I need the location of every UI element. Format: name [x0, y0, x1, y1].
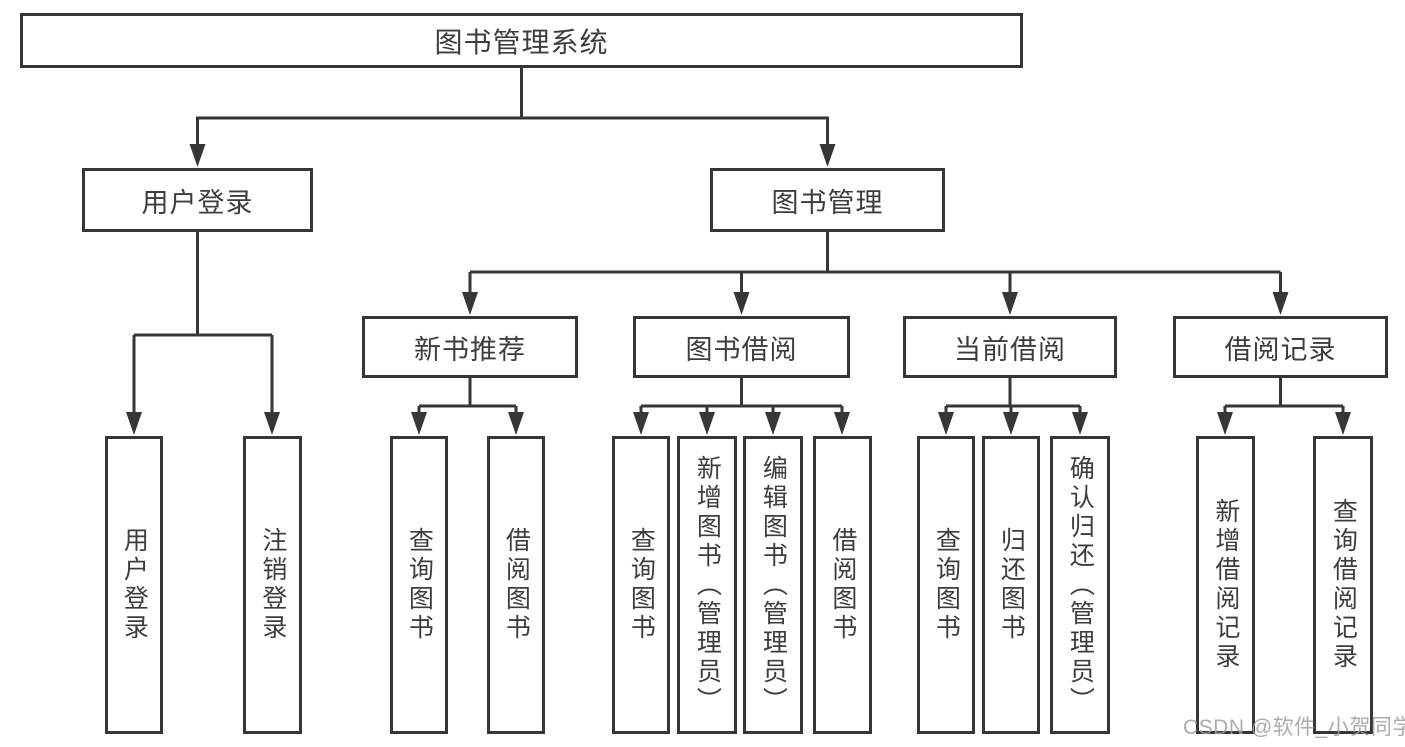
node-current-borrowing: 当前借阅 [903, 316, 1117, 378]
node-label: 新增借阅记录 [1211, 498, 1240, 672]
node-book-management-branch: 图书管理 [710, 168, 945, 232]
node-book-borrowing: 图书借阅 [633, 316, 850, 378]
leaf-user-login: 用户登录 [105, 436, 163, 734]
node-label: 图书管理 [771, 187, 884, 218]
node-label: 归还图书 [997, 527, 1026, 643]
leaf-borrow-add-books-admin: 新增图书（管理员） [677, 436, 737, 734]
leaf-newbooks-query-books: 查询图书 [390, 436, 448, 734]
leaf-newbooks-borrow-books: 借阅图书 [487, 436, 545, 734]
node-borrowing-records: 借阅记录 [1173, 316, 1388, 378]
node-label: 查询借阅记录 [1329, 498, 1358, 672]
leaf-borrow-query-books: 查询图书 [612, 436, 670, 734]
arrowheads-newbooks-branch [411, 412, 524, 435]
node-label: 图书借阅 [685, 334, 798, 365]
connector-newbooks-branch [417, 378, 518, 414]
connector-borrow-branch [639, 378, 844, 414]
node-label: 查询图书 [627, 527, 656, 643]
node-label: 借阅记录 [1224, 334, 1337, 365]
node-label: 新书推荐 [414, 334, 526, 365]
node-library-management-system: 图书管理系统 [20, 13, 1023, 68]
leaf-records-query-record: 查询借阅记录 [1313, 436, 1373, 734]
node-label: 查询图书 [405, 527, 434, 643]
node-label: 新增图书（管理员） [693, 454, 722, 716]
arrowheads-mgmt-branch [462, 292, 1289, 315]
node-new-book-recommendation: 新书推荐 [362, 316, 578, 378]
leaf-borrow-borrow-books: 借阅图书 [813, 436, 872, 734]
node-label: 图书管理系统 [434, 26, 609, 58]
leaf-borrow-edit-books-admin: 编辑图书（管理员） [743, 436, 803, 734]
arrowheads-borrow-branch [633, 412, 850, 435]
leaf-current-return-books: 归还图书 [982, 436, 1040, 734]
csdn-watermark: CSDN @软件_小贺同学 [1183, 716, 1405, 739]
arrowheads-login-branch [126, 412, 280, 435]
connector-root-branch [196, 68, 829, 146]
arrowheads-root-branch [189, 144, 836, 167]
node-user-login-branch: 用户登录 [82, 168, 313, 232]
node-label: 借阅图书 [828, 527, 857, 643]
leaf-current-confirm-return-admin: 确认归还（管理员） [1050, 436, 1110, 734]
node-label: 编辑图书（管理员） [759, 454, 788, 716]
node-label: 借阅图书 [502, 527, 531, 643]
connector-mgmt-branch [468, 232, 1282, 294]
node-label: 用户登录 [141, 187, 254, 218]
arrowheads-current-branch [938, 412, 1088, 435]
node-label: 用户登录 [120, 527, 149, 643]
leaf-records-add-record: 新增借阅记录 [1196, 436, 1255, 734]
node-label: 注销登录 [258, 527, 287, 643]
arrowheads-records-branch [1217, 412, 1351, 435]
node-label: 查询图书 [932, 527, 961, 643]
node-label: 当前借阅 [954, 334, 1066, 365]
connector-current-branch [944, 378, 1082, 414]
node-label: 确认归还（管理员） [1066, 454, 1095, 716]
leaf-logout: 注销登录 [243, 436, 302, 734]
connector-records-branch [1223, 378, 1345, 414]
connector-login-branch [132, 232, 274, 414]
leaf-current-query-books: 查询图书 [917, 436, 975, 734]
